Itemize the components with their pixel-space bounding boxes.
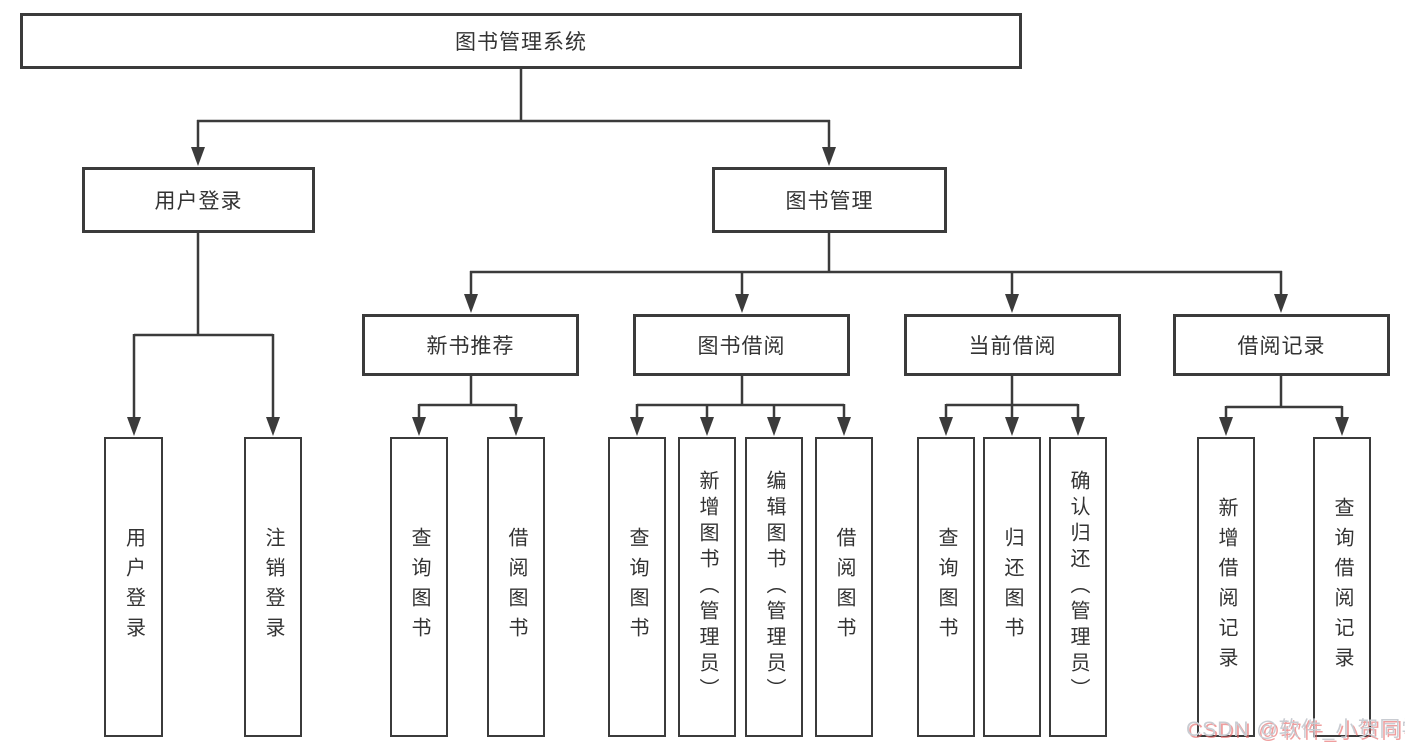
leaf-add-book-admin: 新增图书（管理员） [678,437,736,737]
leaf-query-book-current: 查询图书 [917,437,975,737]
leaf-user-login: 用户登录 [104,437,163,737]
node-user-login: 用户登录 [82,167,315,233]
leaf-label: 用户登录 [122,527,145,647]
leaf-label: 新增借阅记录 [1215,497,1237,677]
leaf-return-book: 归还图书 [983,437,1041,737]
leaf-logout: 注销登录 [244,437,302,737]
leaf-borrow-book: 借阅图书 [815,437,873,737]
leaf-confirm-return-admin: 确认归还（管理员） [1049,437,1107,737]
node-label: 借阅记录 [1237,335,1326,358]
node-label: 图书管理系统 [455,31,587,54]
leaf-label: 查询图书 [935,527,957,647]
leaf-label: 归还图书 [1001,527,1023,647]
node-new-book-recommend: 新书推荐 [362,314,579,376]
watermark: CSDN @软件_小贺同学 [1186,718,1405,741]
leaf-query-borrow-record: 查询借阅记录 [1313,437,1371,737]
leaf-label: 查询借阅记录 [1331,497,1353,677]
node-book-management: 图书管理 [712,167,947,233]
leaf-label: 新增图书（管理员） [696,470,718,704]
node-borrow-record: 借阅记录 [1173,314,1390,376]
node-label: 图书管理 [785,190,874,213]
leaf-label: 借阅图书 [505,527,527,647]
leaf-label: 注销登录 [262,527,284,647]
node-label: 图书借阅 [697,335,786,358]
node-library-management-system: 图书管理系统 [20,13,1022,69]
node-current-borrow: 当前借阅 [904,314,1121,376]
leaf-label: 确认归还（管理员） [1067,470,1089,704]
leaf-query-book-recommend: 查询图书 [390,437,448,737]
leaf-label: 查询图书 [408,527,430,647]
leaf-edit-book-admin: 编辑图书（管理员） [745,437,803,737]
leaf-borrow-book-recommend: 借阅图书 [487,437,545,737]
leaf-query-book-borrow: 查询图书 [608,437,666,737]
leaf-add-borrow-record: 新增借阅记录 [1197,437,1255,737]
node-label: 新书推荐 [426,335,515,358]
leaf-label: 查询图书 [626,527,648,647]
leaf-label: 借阅图书 [833,527,855,647]
node-label: 用户登录 [154,190,243,213]
node-book-borrow: 图书借阅 [633,314,850,376]
node-label: 当前借阅 [968,335,1057,358]
leaf-label: 编辑图书（管理员） [763,470,785,704]
